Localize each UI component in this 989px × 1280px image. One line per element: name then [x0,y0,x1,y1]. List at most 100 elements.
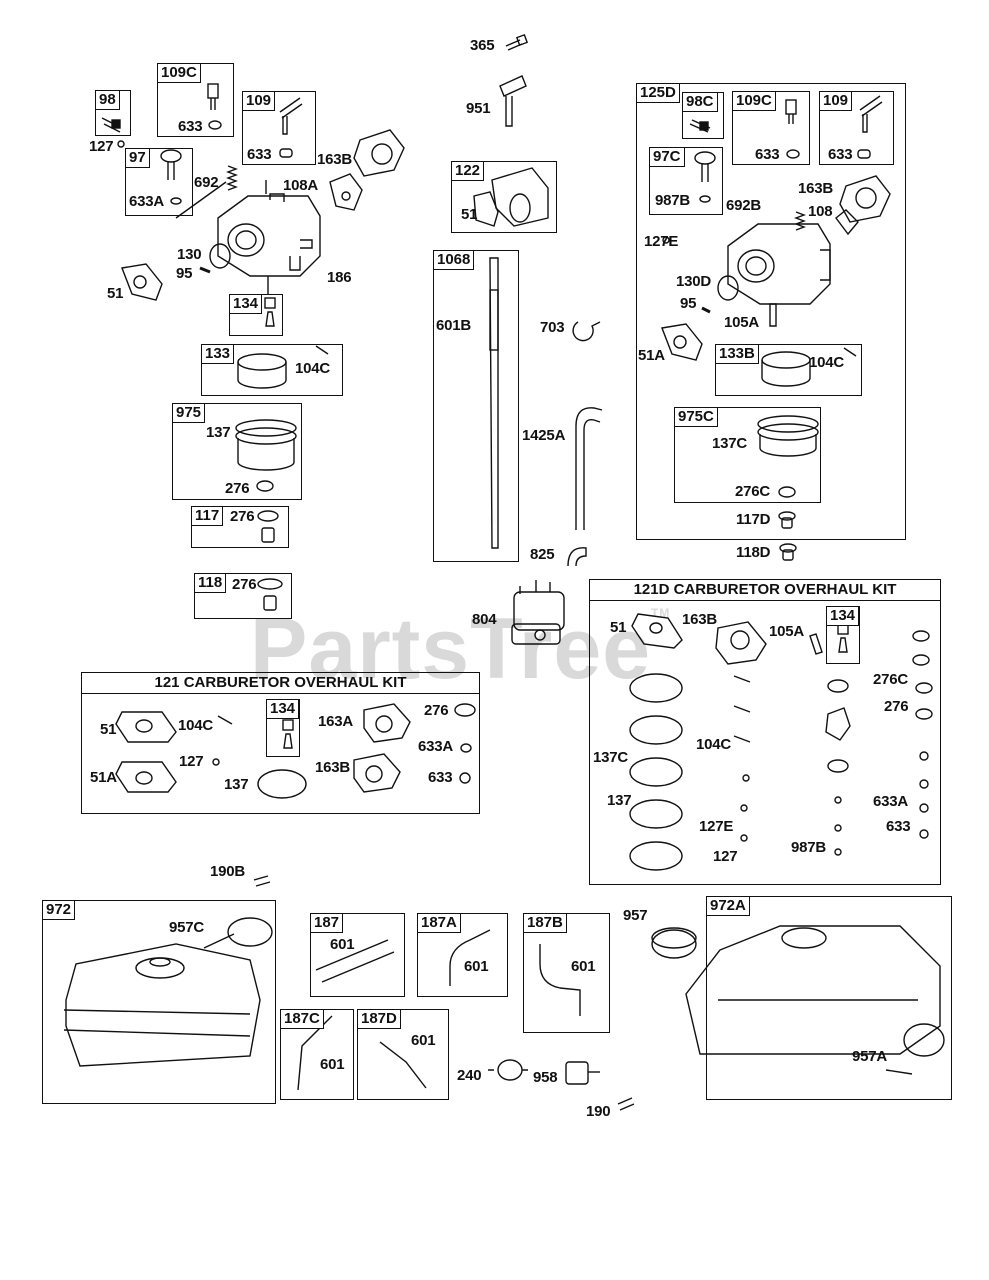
part-label: 163B [798,180,834,197]
kit-part-label: 276C [873,671,909,688]
kit-part-label: 104C [178,717,214,734]
part-box-133: 133 [201,344,343,396]
part-label: 601 [320,1056,345,1073]
box-label: 187C [280,1009,324,1029]
part-box-187D: 187D [357,1009,449,1100]
part-box-187: 187 [310,913,405,997]
watermark: PartsTreeTM [250,601,671,697]
part-box-975: 975 [172,403,302,500]
screw-icon [505,33,529,51]
part-label: 186 [327,269,352,286]
part-label: 104C [809,354,845,371]
kit-part-label: 163A [318,713,354,730]
gasket-icon [209,243,231,269]
ring-icon [629,715,683,745]
box-label: 187A [417,913,461,933]
part-label: 958 [533,1069,558,1086]
needle-valve-icon [160,149,182,205]
fuel-tank-icon [63,943,261,1067]
kit-part-label: 633A [873,793,909,810]
kit-part-label: 137 [224,776,249,793]
fuel-filter-icon [511,580,565,645]
part-label: 957A [852,1048,888,1065]
drain-screw-icon [257,510,279,543]
box-label: 109 [242,91,276,111]
gasket-icon [115,711,177,743]
kit-part-label: 137C [593,749,629,766]
part-label: 1425A [522,427,566,444]
part-label: 127 [89,138,114,155]
kit-part-label: 633 [428,769,453,786]
fuel-shutoff-icon [488,1059,528,1081]
part-label: 108A [283,177,319,194]
part-box-187A: 187A [417,913,508,997]
part-label: 51 [461,206,478,223]
part-label: 276 [225,480,250,497]
part-label: 130 [177,246,202,263]
part-label: 105A [724,314,760,331]
dipstick-icon [489,257,499,549]
fuel-hose-icon [315,939,395,983]
box-label: 133 [201,344,235,364]
box-label: 97 [125,148,150,168]
box-label: 98C [682,92,718,112]
part-label: 987B [655,192,691,209]
needle-valve-icon [694,151,716,203]
part-label: 692 [194,174,219,191]
part-label: 276C [735,483,771,500]
kit-part-label: 137 [607,792,632,809]
needle-valve-icon [689,119,711,133]
part-box-134-kit: 134 [266,699,300,757]
box-label: 975C [674,407,718,427]
gasket-icon [717,275,739,301]
box-label: 118 [194,573,227,593]
fuel-valve-icon [565,1061,600,1085]
diaphragm-icon [825,707,851,741]
part-label: 692B [726,197,762,214]
fuel-hose-icon [449,929,491,986]
part-label: 130D [676,273,712,290]
kit-part-label: 51A [90,769,117,786]
kit-part-label: 633A [418,738,454,755]
part-box-125D: 125D [636,83,906,540]
box-label: 187 [310,913,344,933]
box-label: 134 [229,294,263,314]
kit-part-label: 127 [179,753,204,770]
part-box-109C: 109C [157,63,234,137]
gasket-icon [121,263,163,301]
part-label: 137C [712,435,748,452]
part-box-1068: 1068 [433,250,519,562]
elbow-icon [567,547,587,567]
ring-icon [629,673,683,703]
part-box-972: 972 [42,900,276,1104]
gasket-icon [715,621,767,665]
spacer-icon [473,167,549,227]
gasket-icon [353,129,405,177]
part-box-134: 134 [229,294,283,336]
kit-part-label: 127 [713,848,738,865]
box-label: 125D [636,83,680,103]
float-icon [237,345,329,389]
float-needle-icon [282,719,294,749]
part-label: 633 [247,146,272,163]
part-label: 51A [638,347,665,364]
part-box-187C: 187C [280,1009,354,1100]
choke-lever-icon [499,75,527,127]
part-label: 957C [169,919,205,936]
box-label: 98 [95,90,120,110]
screw-icon [253,875,271,887]
part-label: 703 [540,319,565,336]
part-label: 51 [107,285,124,302]
kit-part-label: 127E [699,818,734,835]
bowl-icon [235,419,297,492]
box-label: 117 [191,506,224,526]
box-label: 187D [357,1009,401,1029]
ring-icon [629,757,683,787]
part-label: 633 [178,118,203,135]
kit-part-label: 633 [886,818,911,835]
part-box-97C: 97C [649,147,723,215]
kit-part-label: 276 [424,702,449,719]
part-label: 601 [330,936,355,953]
kit-part-label: 51 [610,619,627,636]
fuel-cap-icon [885,1023,945,1075]
